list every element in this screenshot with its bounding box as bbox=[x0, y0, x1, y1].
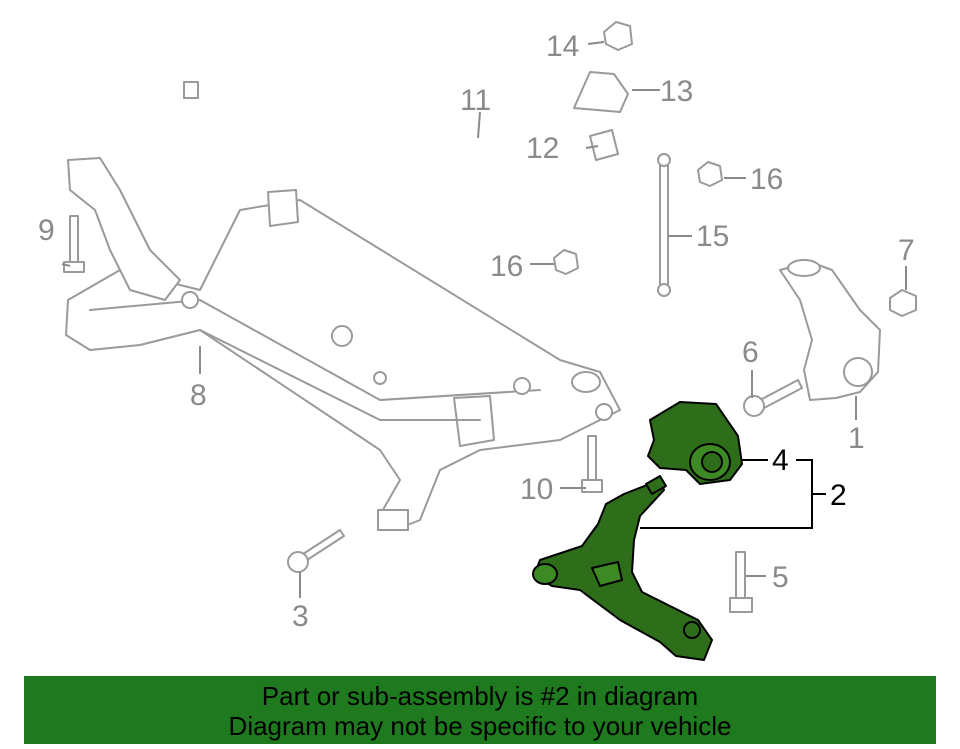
callout-16-lower: 16 bbox=[490, 250, 523, 283]
nut-7[interactable] bbox=[889, 289, 917, 317]
nut-16-lower[interactable] bbox=[553, 249, 579, 275]
steering-knuckle[interactable] bbox=[779, 259, 881, 401]
callout-13: 13 bbox=[660, 75, 693, 108]
callout-5: 5 bbox=[772, 561, 789, 594]
bolt-3[interactable] bbox=[287, 529, 345, 573]
banner-line-1: Part or sub-assembly is #2 in diagram bbox=[261, 681, 699, 711]
callout-14: 14 bbox=[546, 30, 579, 63]
callout-6: 6 bbox=[742, 336, 759, 369]
callout-11: 11 bbox=[460, 84, 491, 117]
callout-7: 7 bbox=[898, 234, 915, 267]
lower-control-arm[interactable] bbox=[532, 475, 713, 661]
stabilizer-bar[interactable] bbox=[183, 46, 630, 292]
callout-12: 12 bbox=[526, 132, 559, 165]
bushing-12[interactable] bbox=[589, 129, 619, 161]
banner-line-2: Diagram may not be specific to your vehi… bbox=[228, 711, 732, 741]
nut-16-upper[interactable] bbox=[697, 161, 723, 187]
bolt-6[interactable] bbox=[743, 379, 803, 417]
control-arm-bushing[interactable] bbox=[647, 401, 743, 485]
nut-14[interactable] bbox=[603, 21, 633, 51]
callout-9: 9 bbox=[38, 214, 55, 247]
bolt-10[interactable] bbox=[581, 435, 603, 493]
callout-8: 8 bbox=[190, 379, 207, 412]
callout-1: 1 bbox=[848, 422, 865, 455]
callout-15: 15 bbox=[696, 220, 729, 253]
notice-banner: Part or sub-assembly is #2 in diagram Di… bbox=[24, 676, 936, 744]
callout-4: 4 bbox=[772, 444, 789, 477]
callout-10: 10 bbox=[520, 473, 553, 506]
clamp-13[interactable] bbox=[573, 71, 629, 113]
subframe[interactable] bbox=[65, 157, 621, 531]
callout-2: 2 bbox=[830, 479, 847, 512]
stabilizer-link[interactable] bbox=[657, 153, 671, 297]
callout-3: 3 bbox=[292, 600, 309, 633]
bolt-5[interactable] bbox=[729, 551, 753, 613]
leader-lines bbox=[61, 41, 907, 598]
callout-16-upper: 16 bbox=[750, 163, 783, 196]
bolt-9[interactable] bbox=[63, 215, 85, 273]
